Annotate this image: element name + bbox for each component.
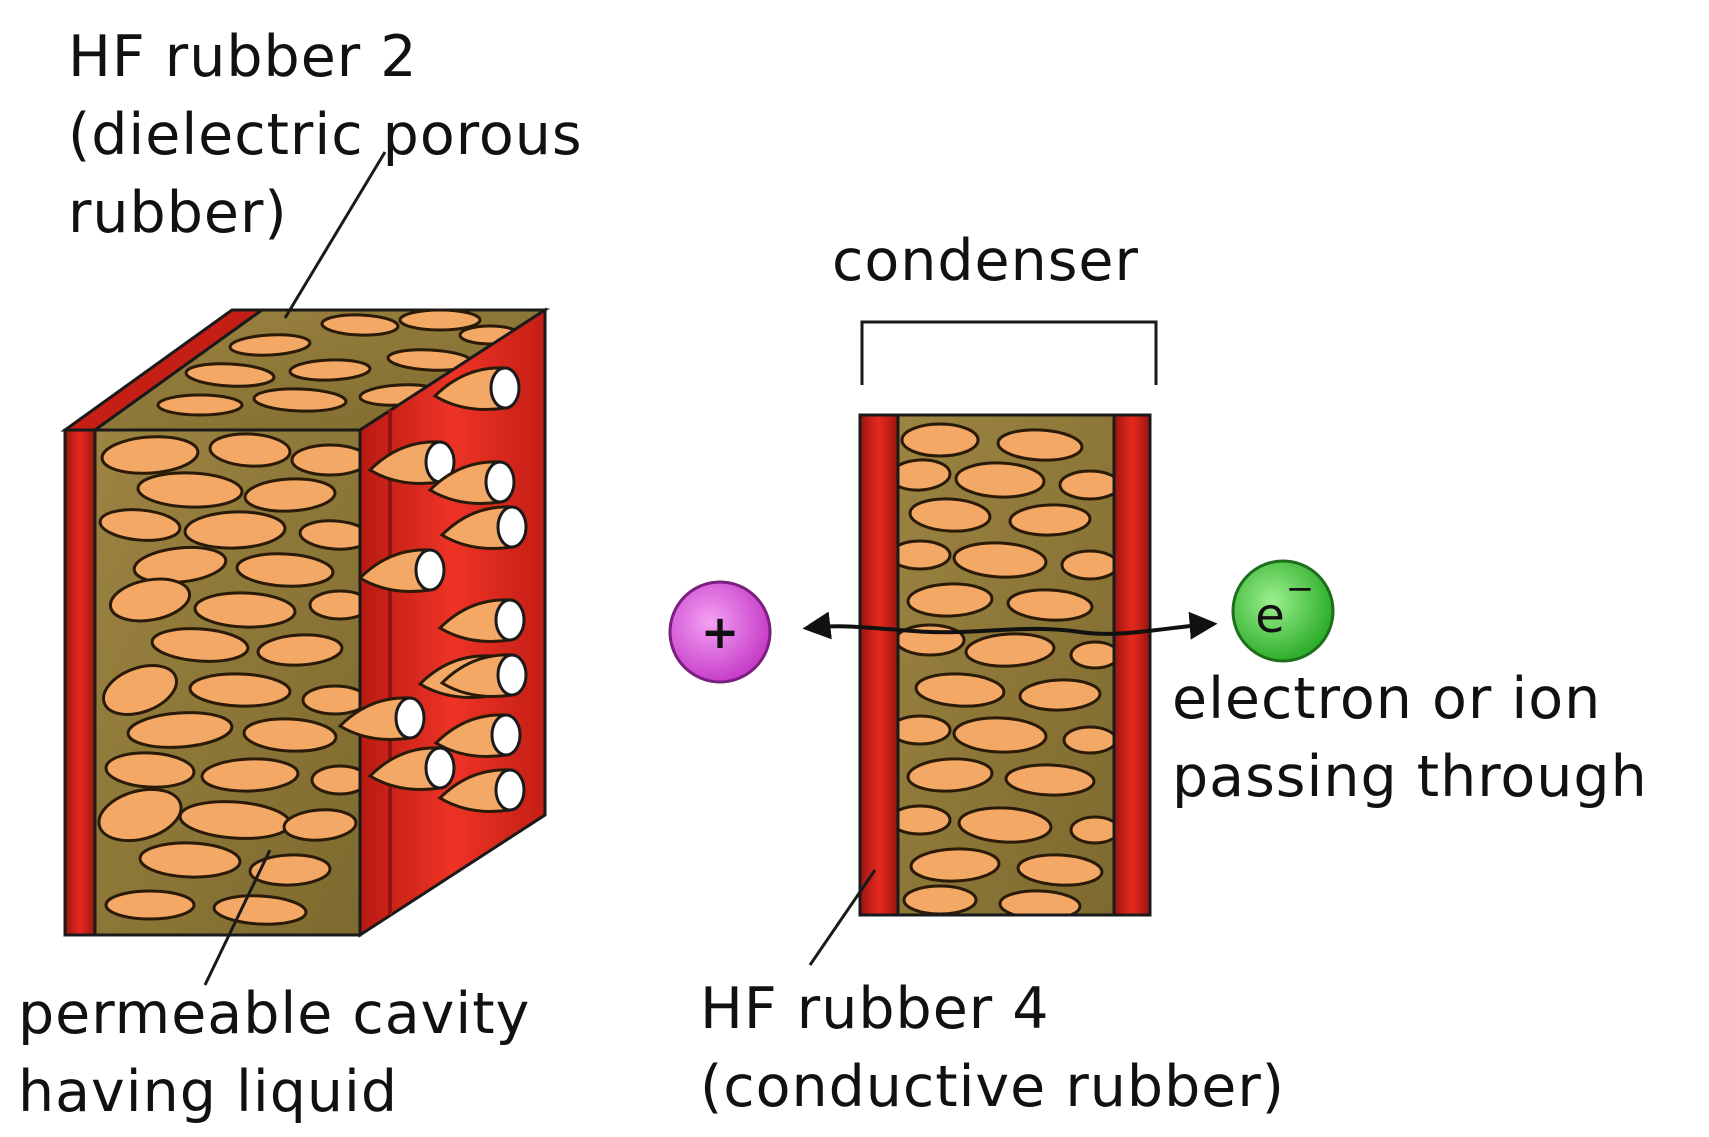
cavity-opening [489,366,521,410]
pore-shape [184,362,276,388]
pore-shape [898,804,952,836]
pore-shape [1018,678,1102,712]
pore-shape [398,310,482,332]
hf-rubber-4-label: HF rubber 4 (conductive rubber) [700,976,1285,1120]
condenser-right-conductive-strip [1112,413,1152,917]
pore-shape [132,545,228,585]
pore-shape [1069,815,1114,845]
pore-shape [200,757,300,793]
pore-shape [301,684,360,716]
front-face-pores [97,432,360,926]
pore-shape [104,889,196,921]
pore-shape [957,806,1053,844]
pore-shape [954,461,1046,499]
pore-shape [150,627,250,663]
condenser-block [858,413,1152,917]
pore-shape [1062,725,1114,755]
pore-shape [242,717,338,753]
electron-or-ion-label: electron or ion passing through [1172,666,1648,810]
pore-shape [98,508,182,542]
positive-charge-icon: + [668,580,772,684]
pore-shape [288,358,372,382]
pore-shape [298,519,360,551]
condenser-label: condenser [832,228,1139,294]
cavity-opening [494,598,526,642]
pore-shape [952,716,1048,754]
pore-shape [248,853,332,887]
pore-shape [952,541,1048,579]
pore-shape [908,497,992,533]
pore-shape [193,591,297,629]
pore-shape [97,787,183,843]
pore-shape [898,539,952,571]
pore-shape [136,471,244,509]
side-face-cavity-openings [337,366,528,813]
condenser-bracket [860,320,1158,385]
condenser-pores [898,422,1114,915]
cavity-opening [414,548,446,592]
pore-shape [290,443,360,477]
pore-shape [1058,469,1114,501]
cavity-opening [484,460,516,504]
pore-shape [1008,503,1092,537]
electron-charge-label: − [1286,569,1315,609]
electron-icon: e − [1231,559,1335,663]
positive-charge-label: + [701,605,740,659]
porous-rubber-block [60,307,551,938]
pore-shape [998,889,1082,915]
pore-shape [1069,640,1114,670]
pore-shape [138,841,242,879]
cavity-opening [394,696,426,740]
pore-shape [906,757,994,793]
hf-rubber-4-leader-line [808,869,877,966]
pore-shape [188,672,292,708]
pore-shape [1060,549,1114,581]
condenser-left-conductive-strip [858,413,900,917]
pore-shape [108,577,192,623]
hf-rubber-2-leader-line [283,151,387,319]
pore-shape [898,714,952,746]
pore-shape [256,633,344,667]
pore-shape [900,422,980,458]
pore-shape [235,552,335,588]
permeable-cavity-label: permeable cavity having liquid [18,981,531,1125]
cavity-opening [494,768,526,812]
pore-shape [100,435,200,475]
pore-shape [208,432,292,468]
electron-label: e [1255,588,1285,644]
cavity-opening [496,505,528,549]
pore-shape [126,711,234,749]
pore-shape [308,589,360,621]
pore-shape [183,510,287,550]
charge-transfer-arrow [802,611,1218,640]
pore-shape [320,313,400,337]
pore-shape [898,458,952,492]
cavity-opening [424,746,456,790]
pore-shape [902,884,978,915]
pore-shape [156,393,244,417]
pore-shape [102,664,178,716]
top-face-pores [156,310,522,417]
pore-shape [1004,763,1096,797]
pore-shape [104,751,196,789]
pore-shape [914,672,1006,708]
cavity-opening [490,713,522,757]
pore-shape [243,477,337,513]
permeable-cavity-leader-line [203,849,272,986]
cavity-opening [496,653,528,697]
pore-shape [228,333,312,357]
hf-rubber-2-label: HF rubber 2 (dielectric porous rubber) [68,24,583,246]
left-conductive-strip-front [63,428,97,937]
pore-shape [1016,853,1104,887]
pore-shape [282,808,358,842]
pore-shape [310,764,360,796]
pore-shape [252,387,348,413]
pore-shape [909,847,1001,883]
pore-shape [996,428,1084,462]
